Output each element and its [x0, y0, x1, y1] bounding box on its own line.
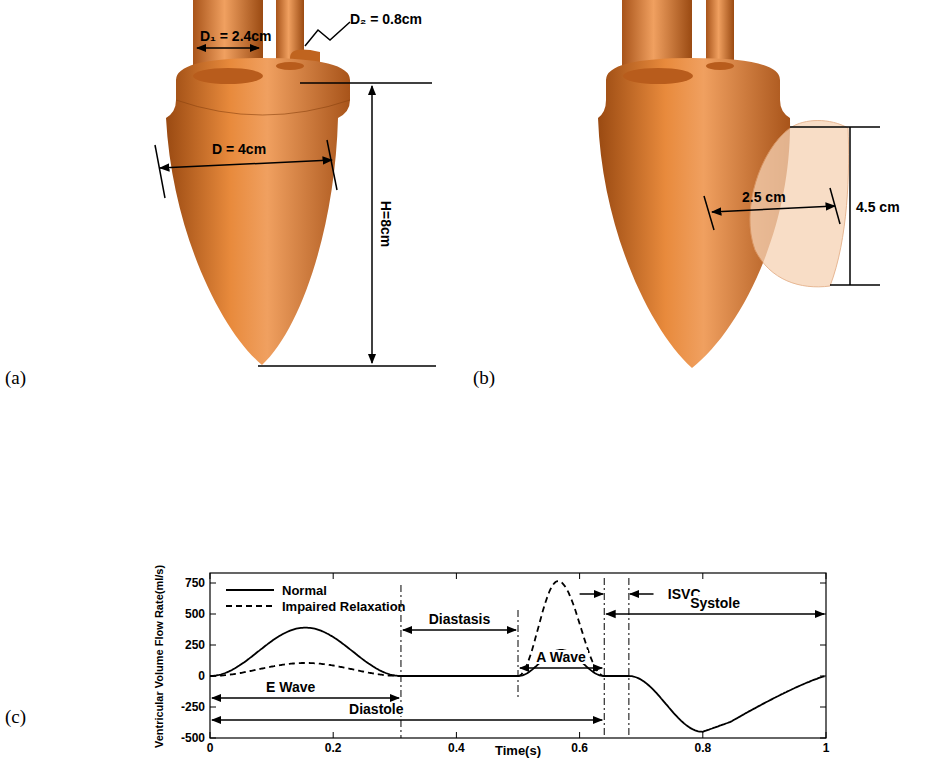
tick-label: 0: [207, 742, 214, 754]
legend-sample: [226, 589, 274, 591]
legend-text: Normal: [282, 584, 327, 597]
tick-label: -250: [181, 701, 205, 713]
phase-divider: [518, 610, 519, 700]
plot-frame: [210, 573, 826, 738]
tick: [820, 583, 826, 584]
phase-arrow: [606, 613, 824, 615]
panel-label: (b): [473, 368, 495, 387]
tick: [210, 645, 216, 646]
tick: [210, 614, 216, 615]
tick: [210, 732, 211, 738]
dimension-label: 4.5 cm: [856, 200, 900, 214]
tick-label: 0.2: [325, 742, 342, 754]
phase-arrow: [212, 697, 399, 699]
dimension-label: D₁ = 2.4cm: [200, 29, 272, 43]
tick: [333, 732, 334, 738]
tick: [456, 732, 457, 738]
ventricle-model: [166, 0, 350, 365]
dimension-lines: [704, 127, 880, 285]
axis-title: Ventricular Volume Flow Rate(ml/s): [154, 564, 165, 747]
phase-arrow: [630, 593, 654, 595]
tick-label: 250: [185, 639, 205, 651]
tick: [702, 732, 703, 738]
tick-label: 0: [198, 670, 205, 682]
impaired-curve: [210, 581, 604, 676]
tick-label: -500: [181, 732, 205, 744]
panel-label: (a): [5, 368, 26, 387]
tick: [456, 573, 457, 579]
legend-text: Impaired Relaxation: [282, 600, 406, 613]
tick: [820, 707, 826, 708]
tick: [820, 738, 826, 739]
dimension-label: D₂ = 0.8cm: [350, 12, 422, 26]
phase-label: E Wave: [264, 680, 317, 694]
tick: [210, 676, 216, 677]
tick: [579, 573, 580, 579]
normal-curve: [210, 628, 825, 732]
phase-divider: [604, 578, 605, 738]
tick: [210, 583, 216, 584]
phase-arrow: [520, 667, 602, 669]
tick: [210, 738, 216, 739]
tick-label: 0.4: [448, 742, 465, 754]
tick-label: 0.8: [694, 742, 711, 754]
tick: [820, 645, 826, 646]
dimension-lines: [155, 22, 436, 366]
chart-lines: [210, 573, 826, 738]
phase-label: Diastasis: [427, 612, 492, 626]
legend-sample: [226, 605, 274, 607]
tick-label: 0.6: [571, 742, 588, 754]
tick: [702, 573, 703, 579]
tick-label: 500: [185, 608, 205, 620]
tick: [826, 573, 827, 579]
phase-label: Diastole: [347, 702, 405, 716]
tick: [820, 676, 826, 677]
phase-arrow: [403, 629, 516, 631]
dimension-label: D = 4cm: [212, 142, 266, 156]
panel-label: (c): [5, 707, 26, 726]
dimension-label: 2.5 cm: [742, 190, 786, 204]
axis-title: Time(s): [495, 744, 541, 757]
tick: [210, 573, 211, 579]
tick: [210, 707, 216, 708]
tick: [333, 573, 334, 579]
tick: [826, 732, 827, 738]
dimension-label: H=8cm: [379, 201, 393, 247]
phase-label: Systole: [688, 596, 742, 610]
phase-arrow: [212, 719, 602, 721]
phase-label: A Wave: [534, 650, 588, 664]
tick: [579, 732, 580, 738]
phase-arrow: [580, 593, 604, 595]
tick-label: 1: [823, 742, 830, 754]
ventricle-model: [598, 0, 849, 368]
phase-divider: [628, 578, 629, 738]
tick-label: 750: [185, 577, 205, 589]
